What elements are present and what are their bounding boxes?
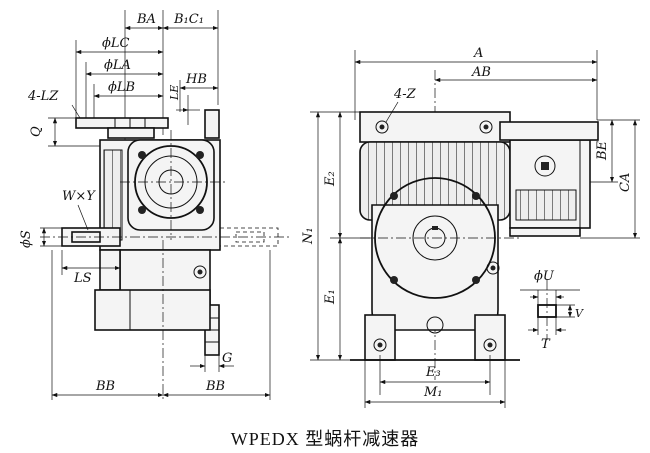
label-phi-s: ϕS (19, 230, 34, 248)
label-t: T (541, 337, 551, 352)
label-be: BE (595, 140, 610, 161)
label-phi-lc: ϕLC (102, 36, 129, 51)
bb-dimension (51, 240, 271, 400)
motor-flange (71, 104, 169, 139)
label-e2: E₂ (323, 171, 338, 187)
label-ab: AB (471, 65, 491, 80)
label-w-x-y: W×Y (62, 189, 96, 204)
leader-4-z (385, 101, 399, 123)
left-dimensions-front (310, 111, 372, 361)
label-ba: BA (136, 12, 156, 27)
right-dimensions (580, 119, 640, 239)
top-dimensions-side (75, 10, 219, 140)
label-hb: HB (185, 72, 207, 87)
figure-caption: WPEDX 型蜗杆减速器 (230, 429, 420, 449)
label-4-lz: 4-LZ (27, 89, 59, 104)
foot-hole-detail (520, 280, 580, 340)
output-shaft-side (40, 204, 290, 275)
label-b1c1: B₁C₁ (173, 12, 204, 27)
label-n1: N₁ (301, 227, 316, 245)
label-4-z: 4-Z (393, 87, 417, 102)
label-phi-u: ϕU (534, 269, 555, 284)
label-ls: LS (73, 271, 92, 286)
side-view: BA B₁C₁ ϕLC ϕLA ϕLB 4-LZ HB LE Q W×Y ϕS … (19, 10, 290, 400)
g-dimension (190, 355, 234, 372)
label-m1: M₁ (423, 385, 443, 400)
label-bb-right: BB (205, 379, 225, 394)
label-phi-la: ϕLA (104, 58, 131, 73)
label-q: Q (29, 126, 44, 137)
label-a: A (473, 46, 483, 61)
housing-side (94, 109, 225, 356)
bottom-dimensions-front (364, 355, 506, 408)
label-bb-left: BB (95, 379, 115, 394)
label-e3: E₃ (425, 365, 441, 380)
label-phi-lb: ϕLB (108, 80, 135, 95)
housing-front (350, 111, 520, 361)
front-view: A AB 4-Z BE CA E₂ N₁ E₁ ϕU V T E₃ M₁ (301, 46, 640, 408)
label-v: V (575, 307, 584, 320)
label-g: G (222, 351, 232, 366)
label-ca: CA (618, 173, 633, 192)
label-le: LE (168, 85, 181, 101)
input-flange-front (499, 121, 599, 237)
label-e1: E₁ (323, 289, 338, 305)
